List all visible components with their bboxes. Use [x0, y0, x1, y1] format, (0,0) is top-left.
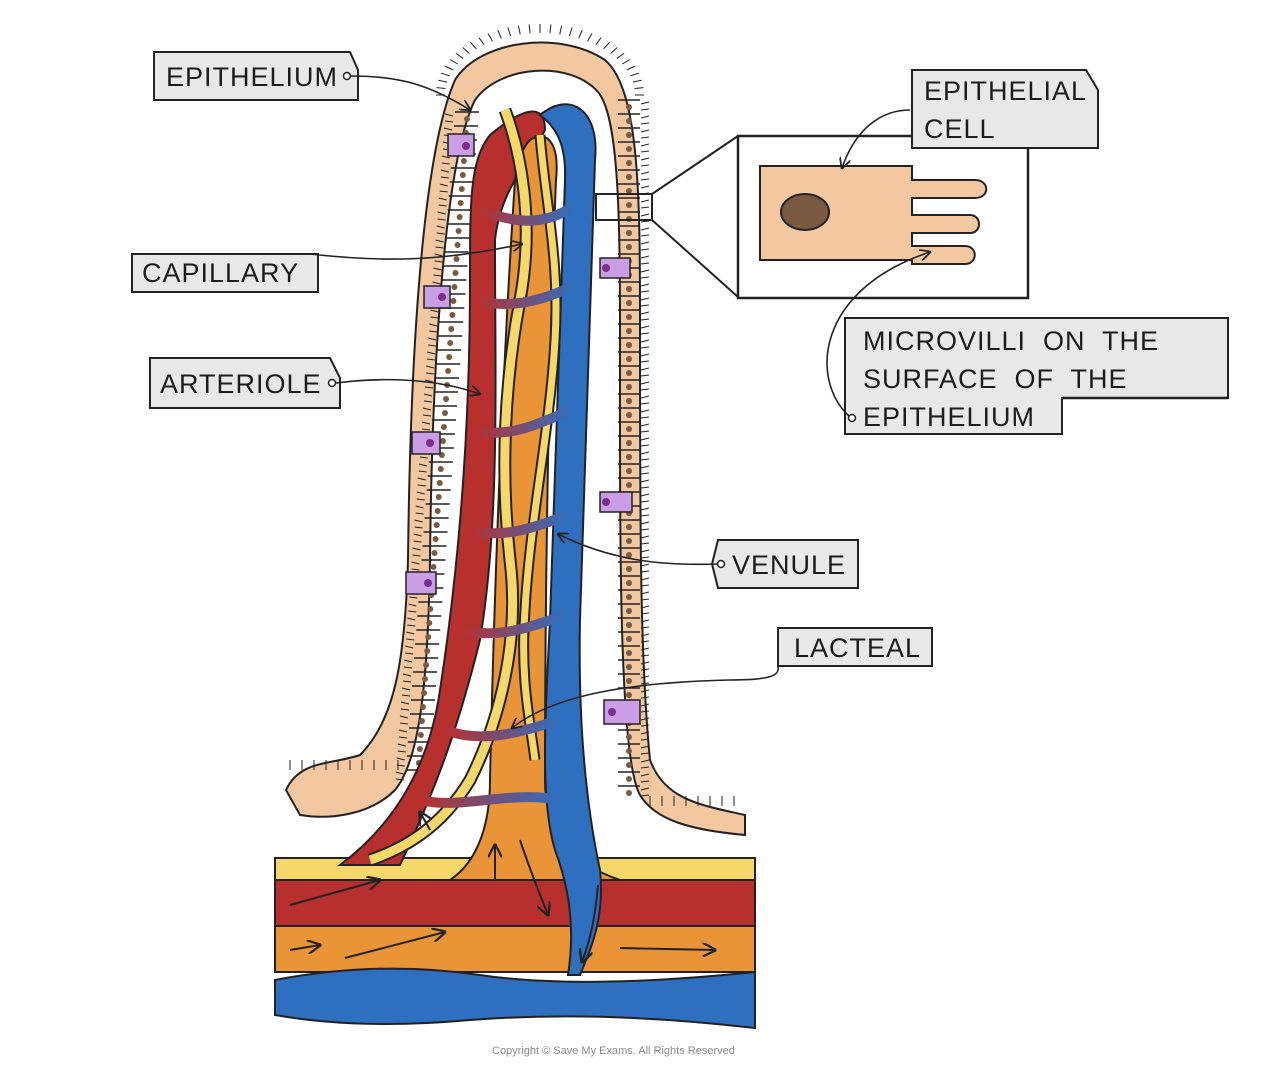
copyright-text: Copyright © Save My Exams. All Rights Re… [492, 1045, 735, 1057]
flow-arrow [289, 945, 320, 950]
goblet-cell [603, 699, 641, 725]
label-lacteal-text: LACTEAL [794, 633, 921, 663]
epithelial-cell-inset [595, 134, 1030, 300]
label-capillary-text: CAPILLARY [142, 258, 299, 288]
label-venule: VENULE [558, 534, 859, 589]
label-epithelium: EPITHELIUM [153, 51, 470, 110]
base-venule [274, 967, 756, 1030]
label-microvilli-line3: EPITHELIUM [863, 402, 1035, 432]
label-microvilli-line2: SURFACE OF THE [863, 364, 1128, 394]
flow-arrow [582, 884, 599, 962]
epithelial-cell [759, 165, 988, 265]
leader-line [350, 75, 470, 110]
flow-arrow [619, 948, 715, 950]
blood-capillary [460, 610, 567, 639]
blood-capillary [473, 405, 574, 438]
label-microvilli-line1: MICROVILLI ON THE [863, 326, 1159, 356]
flow-arrow [420, 812, 430, 831]
goblet-cells [405, 133, 641, 725]
label-epithelial-cell-line1: EPITHELIAL [924, 76, 1087, 106]
zoom-source-box [595, 193, 653, 221]
goblet-cell [423, 285, 451, 309]
goblet-cell [405, 571, 437, 595]
leader-line [826, 252, 930, 417]
leader-line [558, 534, 718, 566]
flow-arrow [519, 839, 548, 915]
cell-nucleus [780, 193, 830, 231]
label-arteriole-text: ARTERIOLE [160, 369, 322, 399]
label-arteriole: ARTERIOLE [149, 357, 480, 409]
leader-line [842, 109, 911, 168]
leader-line [309, 244, 522, 260]
goblet-cell [599, 491, 633, 513]
label-epithelial-cell: EPITHELIAL CELL [842, 69, 1099, 168]
label-epithelium-text: EPITHELIUM [166, 62, 338, 92]
flow-arrow [344, 932, 445, 959]
label-venule-text: VENULE [732, 550, 846, 580]
label-microvilli: MICROVILLI ON THE SURFACE OF THE EPITHEL… [826, 252, 1229, 435]
blood-capillary [476, 200, 578, 226]
blood-capillary [443, 715, 562, 742]
label-epithelial-cell-line2: CELL [924, 114, 996, 144]
label-lacteal: LACTEAL [512, 627, 933, 728]
base-vessels [274, 857, 756, 1030]
goblet-cell [599, 257, 631, 279]
flow-arrow [289, 880, 380, 906]
leader-line [335, 378, 480, 394]
blood-capillary [474, 280, 578, 310]
label-capillary: CAPILLARY [131, 244, 522, 293]
leader-line [512, 665, 779, 728]
base-arteriole [274, 879, 756, 927]
blood-capillary [418, 792, 561, 808]
blood-capillary [468, 510, 570, 539]
villus-core [337, 103, 621, 976]
goblet-cell [447, 133, 475, 157]
